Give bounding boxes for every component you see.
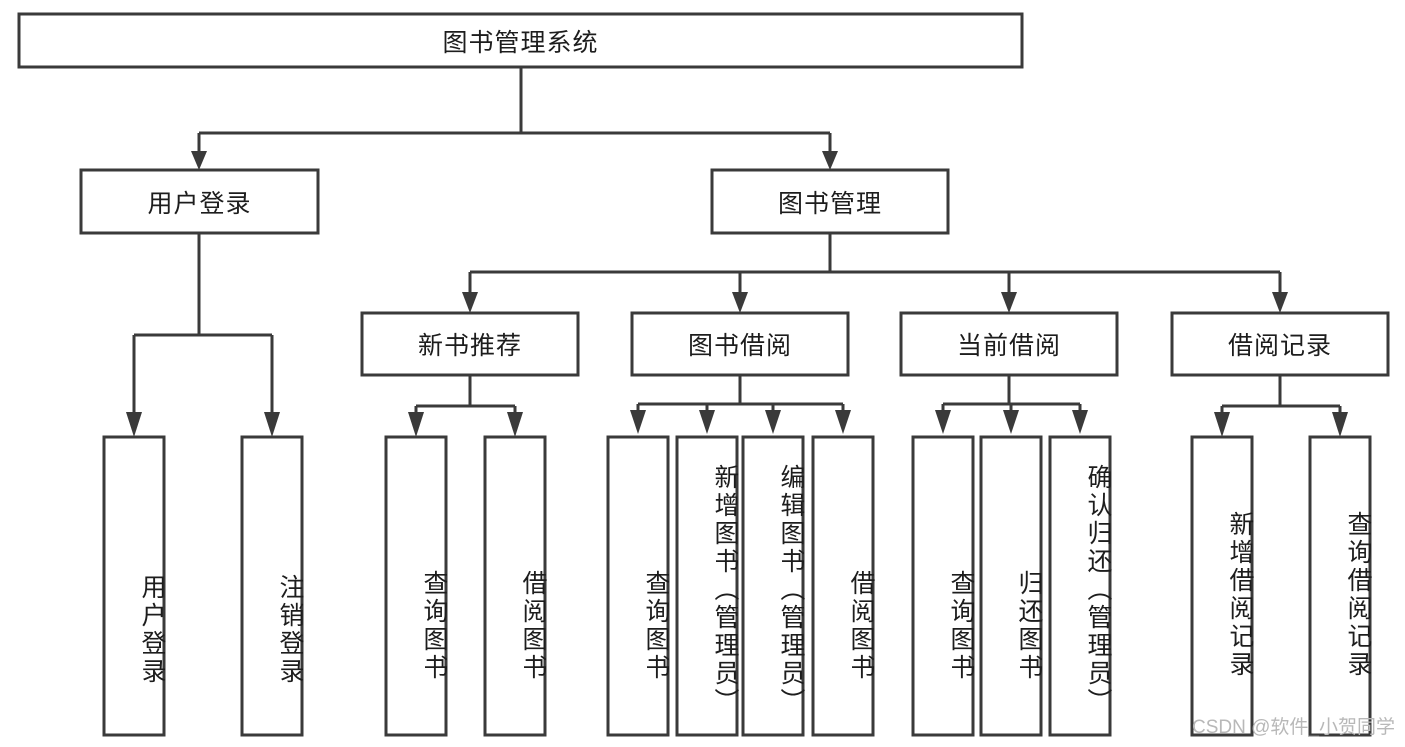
arrow-head-bookborrow-leaf-3 [765, 410, 781, 434]
arrow-head-root-to-book [822, 151, 838, 170]
node-box-leaf-user-logout[interactable] [240, 435, 304, 737]
arrow-head-bookborrow-leaf-1 [630, 410, 646, 434]
node-box-leaf-add-book[interactable] [675, 435, 739, 737]
node-box-leaf-query-book-1[interactable] [384, 435, 448, 737]
node-box-current-borrow[interactable] [899, 311, 1119, 377]
node-box-leaf-return-book[interactable] [979, 435, 1043, 737]
arrow-head-user-leaf-1 [126, 412, 142, 437]
node-box-leaf-query-record[interactable] [1308, 435, 1372, 737]
node-box-book-manage[interactable] [710, 168, 950, 235]
node-box-leaf-query-book-2[interactable] [606, 435, 670, 737]
arrow-head-book-to-borrow [732, 292, 748, 313]
node-box-book-borrow[interactable] [630, 311, 850, 377]
node-box-leaf-borrow-book-2[interactable] [811, 435, 875, 737]
node-box-leaf-user-login[interactable] [102, 435, 166, 737]
arrow-head-currentborrow-leaf-1 [935, 410, 951, 434]
arrow-head-newbook-leaf-1 [408, 412, 424, 437]
node-box-leaf-add-record[interactable] [1190, 435, 1254, 737]
arrow-head-borrowrecord-leaf-1 [1214, 412, 1230, 437]
arrow-head-book-to-record [1272, 292, 1288, 313]
arrow-head-user-leaf-2 [264, 412, 280, 437]
arrow-head-currentborrow-leaf-3 [1072, 410, 1088, 434]
arrow-head-book-to-new [462, 292, 478, 313]
arrow-head-bookborrow-leaf-4 [835, 410, 851, 434]
node-box-user-login[interactable] [79, 168, 320, 235]
node-box-leaf-query-book-3[interactable] [911, 435, 975, 737]
node-box-leaf-edit-book[interactable] [741, 435, 805, 737]
arrow-head-borrowrecord-leaf-2 [1332, 412, 1348, 437]
node-box-leaf-borrow-book-1[interactable] [483, 435, 547, 737]
node-box-root[interactable] [17, 12, 1024, 69]
node-box-borrow-record[interactable] [1170, 311, 1390, 377]
arrow-head-bookborrow-leaf-2 [699, 410, 715, 434]
arrow-head-book-to-current [1001, 292, 1017, 313]
node-box-new-book-recommend[interactable] [360, 311, 580, 377]
arrow-head-newbook-leaf-2 [507, 412, 523, 437]
arrow-head-currentborrow-leaf-2 [1003, 410, 1019, 434]
node-box-leaf-confirm-return[interactable] [1048, 435, 1112, 737]
arrow-head-root-to-user [191, 151, 207, 170]
